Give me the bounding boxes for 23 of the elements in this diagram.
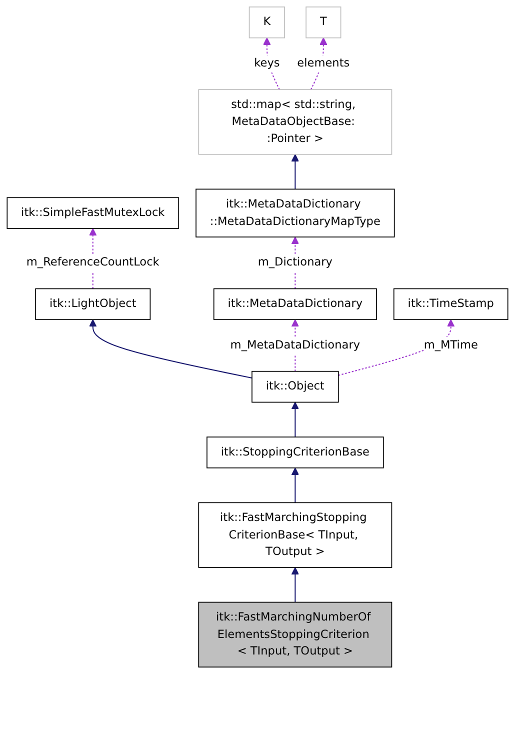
arrow bbox=[291, 468, 299, 503]
edge-label: m_ReferenceCountLock bbox=[26, 256, 160, 270]
arrow bbox=[89, 319, 252, 378]
node-box: itk::Object bbox=[252, 370, 339, 403]
node-box: itk::FastMarchingStopping CriterionBase< TInput, TOutput > bbox=[198, 502, 392, 568]
node-box: T bbox=[306, 6, 342, 38]
arrow bbox=[291, 402, 299, 438]
edge-label: m_MetaDataDictionary bbox=[230, 338, 360, 352]
node-box: itk::FastMarchingNumberOf ElementsStoppingCriterion < TInput, TOutput > bbox=[198, 602, 392, 668]
node-box: itk::MetaDataDictionary ::MetaDataDictionaryMapType bbox=[196, 188, 395, 238]
edge-label: elements bbox=[297, 56, 350, 70]
node-box: itk::SimpleFastMutexLock bbox=[6, 197, 180, 229]
edge-label: keys bbox=[254, 56, 280, 70]
node-box: itk::TimeStamp bbox=[393, 288, 508, 320]
edge-label: m_MTime bbox=[424, 338, 478, 352]
node-box: itk::LightObject bbox=[35, 288, 151, 320]
arrow bbox=[291, 154, 299, 190]
node-box: std::map< std::string, MetaDataObjectBase: :Pointer > bbox=[198, 89, 392, 155]
node-box: itk::StoppingCriterionBase bbox=[206, 436, 384, 468]
arrow bbox=[291, 567, 299, 602]
node-box: itk::MetaDataDictionary bbox=[213, 288, 377, 320]
edge-label: m_Dictionary bbox=[258, 256, 333, 270]
node-box: K bbox=[248, 6, 285, 38]
